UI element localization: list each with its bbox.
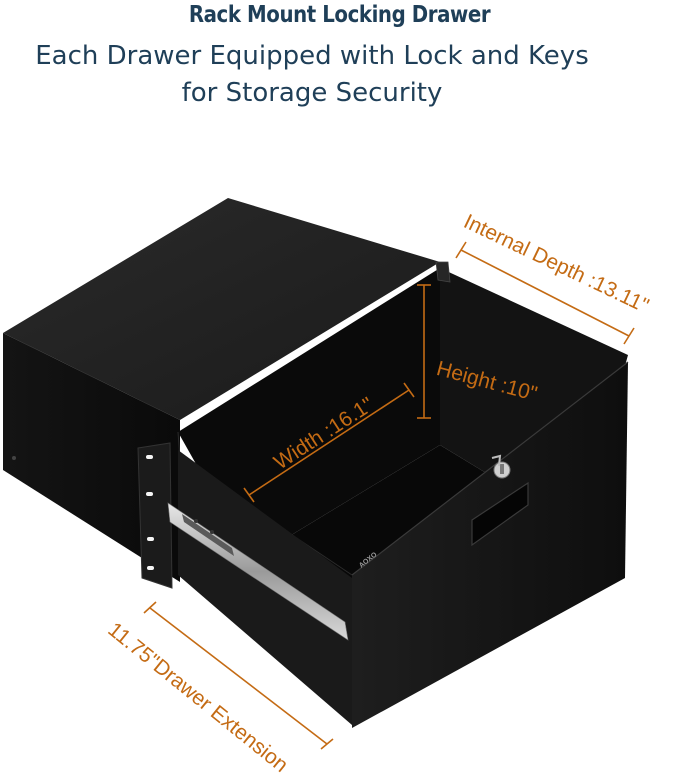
subtitle-line-2: for Storage Security xyxy=(181,78,443,108)
drawer-side-panel xyxy=(178,450,352,725)
cabinet-side xyxy=(3,333,180,582)
cabinet-top xyxy=(3,198,440,420)
depth-dimension-line xyxy=(460,249,630,337)
subtitle-line-1: Each Drawer Equipped with Lock and Keys xyxy=(35,41,589,71)
drawer-interior-back xyxy=(178,268,440,560)
rack-ear xyxy=(137,442,173,589)
page-subtitle: Each Drawer Equipped with Lock and Keys … xyxy=(0,38,624,112)
drawer-handle xyxy=(471,481,529,547)
page-title: Rack Mount Locking Drawer xyxy=(188,2,491,28)
drawer-front xyxy=(352,362,628,728)
dimension-lines xyxy=(143,241,635,750)
extension-dimension-line xyxy=(149,607,328,745)
width-dimension-line xyxy=(248,389,410,496)
